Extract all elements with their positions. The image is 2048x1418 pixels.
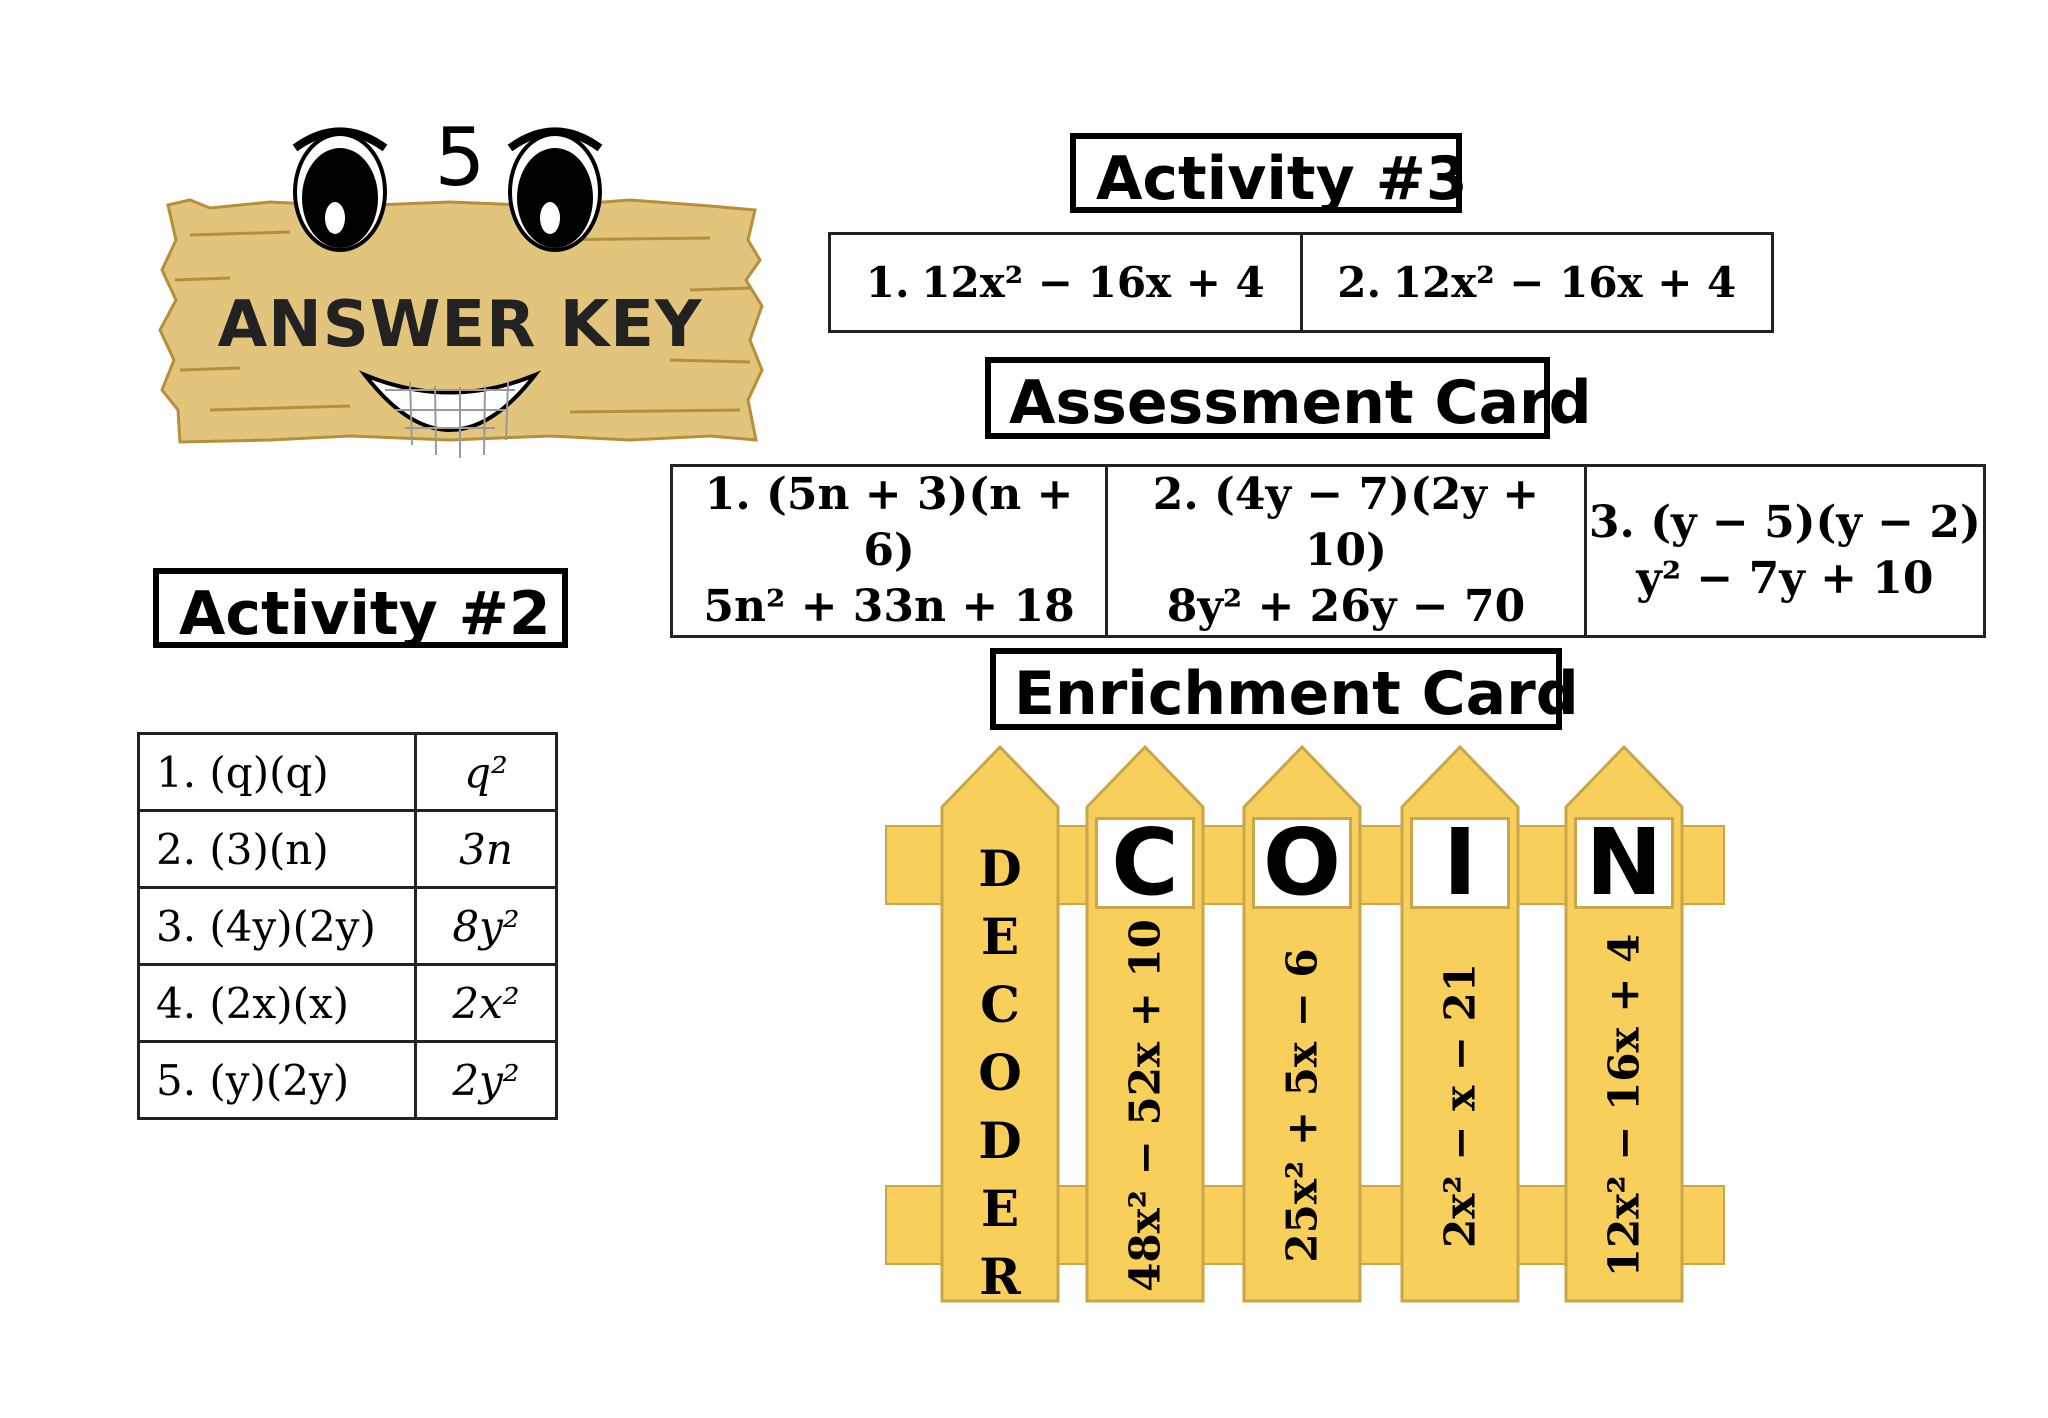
assessment-title: Assessment Card (985, 357, 1592, 439)
problem-cell: 4. (2x)(x) (137, 963, 417, 1043)
expanded-form: y² − 7y + 10 (1636, 553, 1934, 604)
activity2-title: Activity #2 (153, 568, 568, 648)
picket-expression: 12x² − 16x + 4 (1599, 933, 1649, 1278)
picket-shape (940, 745, 1060, 1303)
item-number: 2. (1152, 469, 1199, 520)
assessment-problem: 1. (5n + 3)(n + 6) (673, 467, 1105, 579)
activity3-cell-2: 2. 12x² − 16x + 4 (1299, 232, 1774, 333)
picket-n: N 12x² − 16x + 4 (1564, 745, 1684, 1305)
wooden-sign-icon (158, 127, 764, 458)
assessment-table: 1. (5n + 3)(n + 6) 5n² + 33n + 18 2. (4y… (669, 464, 1987, 638)
decoder-letter: E (980, 907, 1020, 966)
answer-key-logo: 5 ANSWER KEY (150, 110, 770, 470)
letter-box: O (1252, 817, 1352, 909)
factored-form: (y − 5)(y − 2) (1650, 497, 1981, 548)
decoder-letter: D (978, 839, 1022, 898)
problem-cell: 2. (3)(n) (137, 809, 417, 889)
letter-box: N (1574, 817, 1674, 909)
answer-cell: q² (414, 732, 558, 812)
answer-cell: 2x² (414, 963, 558, 1043)
activity3-table: 1. 12x² − 16x + 4 2. 12x² − 16x + 4 (828, 232, 1774, 333)
assessment-problem: 2. (4y − 7)(2y + 10) (1108, 467, 1584, 579)
decoder-letter: C (980, 975, 1020, 1034)
assessment-cell-3: 3. (y − 5)(y − 2) y² − 7y + 10 (1583, 464, 1987, 638)
problem-cell: 5. (y)(2y) (137, 1040, 417, 1120)
decoder-letter: D (978, 1111, 1022, 1170)
activity3-title: Activity #3 (1070, 133, 1468, 213)
picket-expression: 48x² − 52x + 10 (1120, 919, 1170, 1292)
assessment-problem: 3. (y − 5)(y − 2) (1587, 495, 1983, 551)
decoder-letter: R (979, 1247, 1021, 1306)
picket-o: O 25x² + 5x − 6 (1242, 745, 1362, 1305)
table-row: 4. (2x)(x) 2x² (137, 963, 558, 1043)
picket-expression: 2x² − x − 21 (1435, 962, 1485, 1249)
answer-key-label: ANSWER KEY (217, 288, 703, 362)
item-number: 1. (704, 469, 751, 520)
letter-box: I (1410, 817, 1510, 909)
item-number: 2. (1337, 258, 1382, 307)
answer-cell: 8y² (414, 886, 558, 966)
answer-cell: 3n (414, 809, 558, 889)
table-row: 2. (3)(n) 3n (137, 809, 558, 889)
expression: 12x² − 16x + 4 (1392, 258, 1737, 307)
picket-i: I 2x² − x − 21 (1400, 745, 1520, 1305)
decoder-letter: O (978, 1043, 1022, 1102)
activity3-cell-1: 1. 12x² − 16x + 4 (828, 232, 1303, 333)
decoder-letter: E (980, 1179, 1020, 1238)
letter-box: C (1095, 817, 1195, 909)
table-row: 1. (q)(q) q² (137, 732, 558, 812)
picket-expression: 25x² + 5x − 6 (1277, 948, 1327, 1263)
assessment-cell-1: 1. (5n + 3)(n + 6) 5n² + 33n + 18 (669, 464, 1109, 638)
problem-cell: 3. (4y)(2y) (137, 886, 417, 966)
item-number: 3. (1588, 497, 1635, 548)
activity2-table: 1. (q)(q) q² 2. (3)(n) 3n 3. (4y)(2y) 8y… (137, 732, 558, 1120)
assessment-cell-2: 2. (4y − 7)(2y + 10) 8y² + 26y − 70 (1105, 464, 1587, 638)
table-row: 5. (y)(2y) 2y² (137, 1040, 558, 1120)
problem-cell: 1. (q)(q) (137, 732, 417, 812)
table-row: 3. (4y)(2y) 8y² (137, 886, 558, 966)
expanded-form: 5n² + 33n + 18 (703, 581, 1075, 632)
answer-cell: 2y² (414, 1040, 558, 1120)
factored-form: (5n + 3)(n + 6) (766, 469, 1074, 576)
item-number: 1. (865, 258, 910, 307)
expression: 12x² − 16x + 4 (921, 258, 1265, 307)
factored-form: (4y − 7)(2y + 10) (1214, 469, 1540, 576)
enrichment-title: Enrichment Card (990, 648, 1579, 730)
picket-c: C 48x² − 52x + 10 (1085, 745, 1205, 1305)
logo-number: 5 (434, 111, 486, 204)
expanded-form: 8y² + 26y − 70 (1166, 581, 1526, 632)
